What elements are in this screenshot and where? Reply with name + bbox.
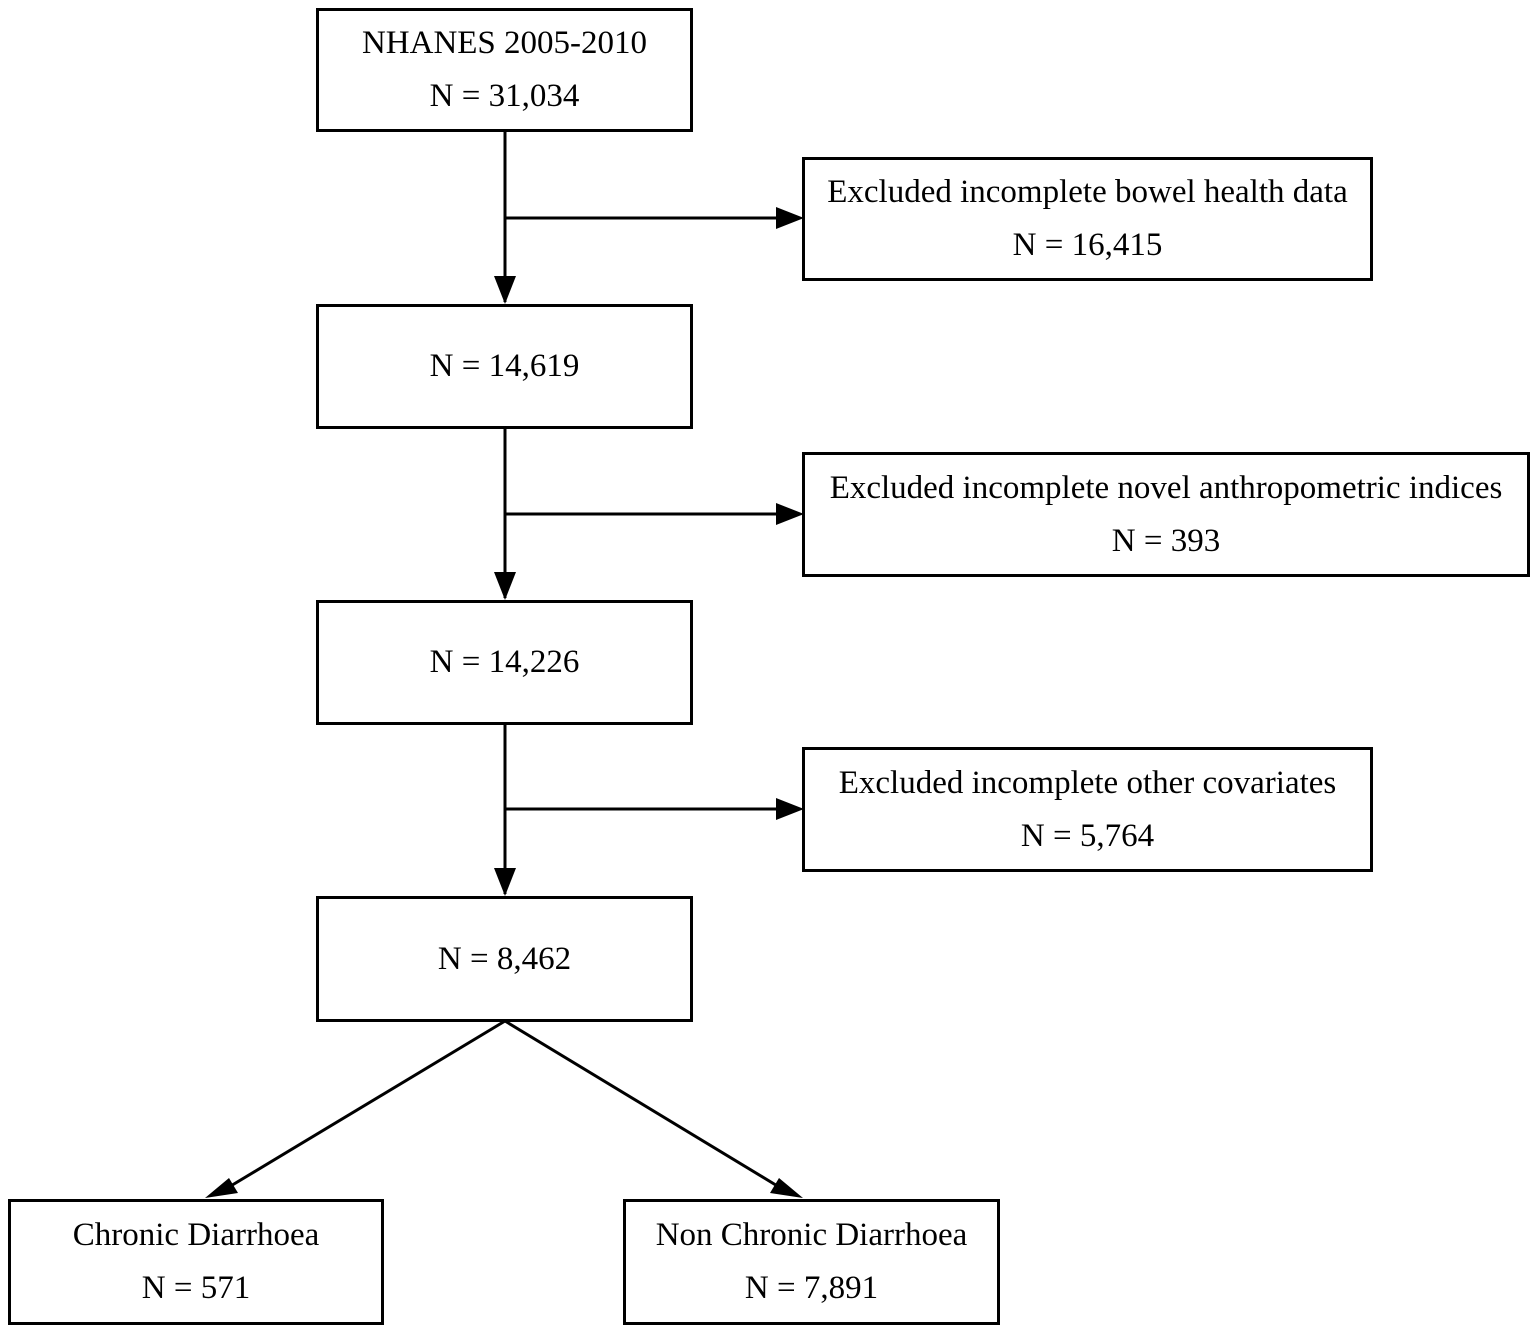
box-step4: N = 8,462 xyxy=(316,896,693,1022)
box-non-chronic-diarrhoea: Non Chronic Diarrhoea N = 7,891 xyxy=(623,1199,1000,1325)
box-nhanes-start: NHANES 2005-2010 N = 31,034 xyxy=(316,8,693,132)
box-excluded-anthropometric: Excluded incomplete novel anthropometric… xyxy=(802,452,1530,577)
box-excluded-covariates: Excluded incomplete other covariates N =… xyxy=(802,747,1373,872)
non-chronic-label: Non Chronic Diarrhoea xyxy=(655,1217,968,1253)
arrow-to-chronic xyxy=(223,1019,506,1192)
excl-anthro-count: N = 393 xyxy=(1111,522,1221,559)
box-excluded-bowel: Excluded incomplete bowel health data N … xyxy=(802,157,1373,281)
step4-count: N = 8,462 xyxy=(437,940,572,977)
excl-cov-count: N = 5,764 xyxy=(1020,817,1155,854)
excl-cov-label: Excluded incomplete other covariates xyxy=(838,764,1337,801)
chronic-count: N = 571 xyxy=(141,1270,251,1306)
non-chronic-count: N = 7,891 xyxy=(744,1270,879,1306)
box-step2: N = 14,619 xyxy=(316,304,693,429)
box-step3: N = 14,226 xyxy=(316,600,693,725)
step2-count: N = 14,619 xyxy=(429,348,580,384)
excl-bowel-count: N = 16,415 xyxy=(1012,227,1163,263)
box-chronic-diarrhoea: Chronic Diarrhoea N = 571 xyxy=(8,1199,384,1325)
chronic-label: Chronic Diarrhoea xyxy=(72,1217,320,1253)
box-start-count: N = 31,034 xyxy=(429,78,580,114)
box-start-title: NHANES 2005-2010 xyxy=(361,25,648,61)
excl-bowel-label: Excluded incomplete bowel health data xyxy=(827,174,1348,210)
step3-count: N = 14,226 xyxy=(429,644,580,680)
excl-anthro-label: Excluded incomplete novel anthropometric… xyxy=(829,469,1503,506)
arrow-to-non-chronic xyxy=(504,1019,785,1192)
